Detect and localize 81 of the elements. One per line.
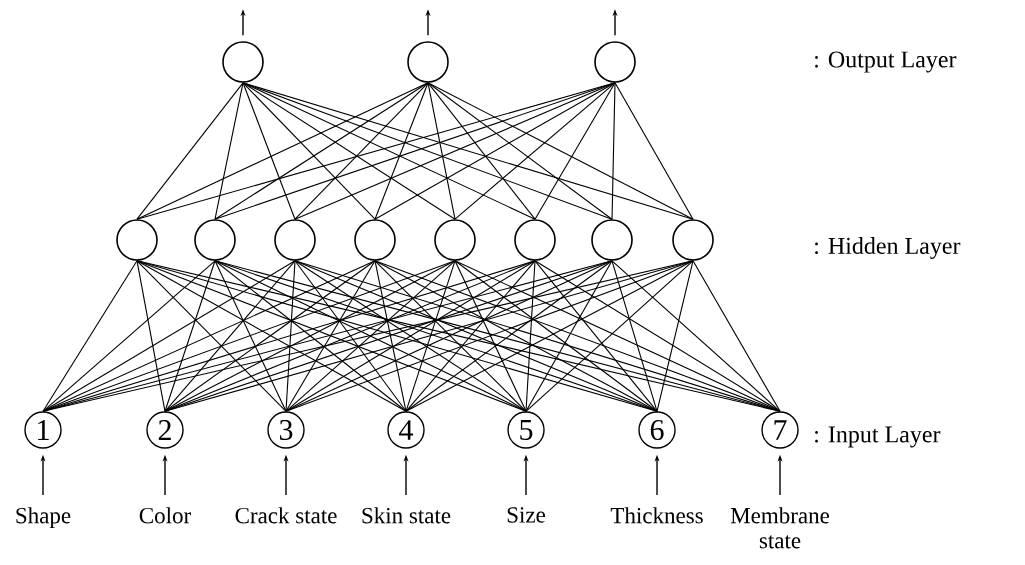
connection-line [214,260,407,412]
connection-line [136,260,166,412]
connection-line [692,260,781,412]
connection-line [405,260,456,412]
connection-line [454,260,527,412]
output-neuron [222,41,264,83]
input-label: Membrane state [730,507,830,549]
input-neuron: 6 [638,411,676,449]
connection-line [42,260,376,412]
connection-line [614,82,694,220]
connection-line [164,260,376,412]
connection-line [164,260,216,412]
input-label: Color [139,507,191,524]
hidden-neuron [274,219,316,261]
connection-line [534,260,658,412]
output-neuron [594,41,636,83]
input-neuron: 3 [267,411,305,449]
connection-line [242,82,296,220]
connection-line [164,260,456,412]
connection-line [374,82,429,220]
connection-line [42,260,216,412]
hidden-neuron [434,219,476,261]
connection-line [136,260,407,412]
connection-line [242,82,376,220]
connection-line [164,260,296,412]
connection-line [374,260,407,412]
hidden-neuron [514,219,556,261]
connection-line [374,260,658,412]
connection-line [454,260,658,412]
output-neuron [407,41,449,83]
connection-line [374,260,527,412]
input-neuron: 2 [146,411,184,449]
hidden-neuron [354,219,396,261]
connection-line [405,260,694,412]
connection-line [611,260,781,412]
connection-line [405,260,536,412]
connection-line [525,260,613,412]
connection-line [136,82,429,220]
connection-line [136,82,244,220]
input-label: Shape [16,507,71,529]
connection-line [525,260,694,412]
connection-line [611,260,658,412]
layer-label: : Input Layer [815,426,941,448]
connection-line [656,260,694,412]
connection-line [611,82,616,220]
connection-line [285,260,456,412]
connection-line [405,260,613,412]
connection-line [42,260,138,412]
layer-label: : Hidden Layer [815,237,961,259]
layer-label: : Output Layer [815,51,957,73]
connection-line [534,260,781,412]
connection-line [136,260,287,412]
connection-line [214,260,527,412]
hidden-neuron [194,219,236,261]
connection-line [242,82,536,220]
connection-line [427,82,456,220]
connection-line [285,260,376,412]
connection-line [427,82,613,220]
connection-line [294,260,407,412]
connection-line [214,82,244,220]
hidden-neuron [591,219,633,261]
input-label: Thickness [610,507,703,524]
connection-line [214,260,287,412]
connection-line [454,82,616,220]
connection-line [242,82,456,220]
connection-line [285,260,296,412]
connection-line [427,82,536,220]
connection-line [294,82,429,220]
connection-line [525,260,536,412]
connection-line [374,82,616,220]
input-label: Crack state [235,507,337,524]
hidden-neuron [672,219,714,261]
input-neuron: 7 [761,411,799,449]
connection-line [534,82,616,220]
connection-line [427,82,694,220]
input-neuron: 5 [507,411,545,449]
input-label: Skin state [362,507,451,524]
input-label: Size [507,507,545,523]
input-neuron: 1 [24,411,62,449]
input-neuron: 4 [387,411,425,449]
hidden-neuron [116,219,158,261]
